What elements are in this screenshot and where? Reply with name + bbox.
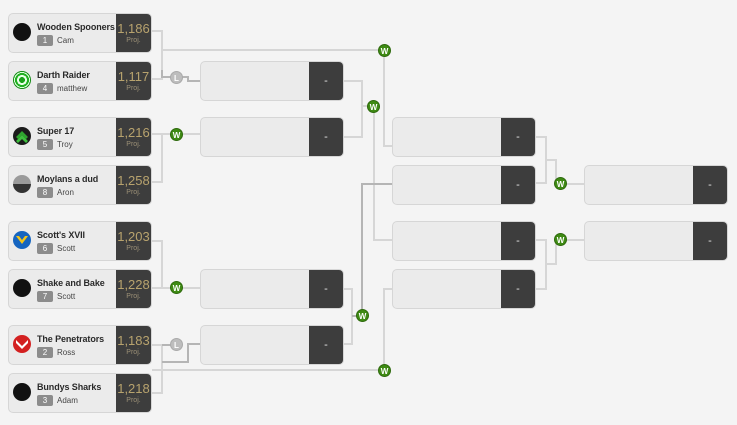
owner-name: Aron [57, 188, 74, 197]
seed-badge: 5 [37, 139, 53, 150]
empty-match-slot[interactable]: - [200, 117, 344, 157]
empty-match-slot[interactable]: - [392, 221, 536, 261]
slot-score: - [693, 166, 727, 204]
loss-badge-icon: L [170, 71, 183, 84]
slot-score: - [501, 118, 535, 156]
empty-match-slot[interactable]: - [392, 165, 536, 205]
seed-badge: 3 [37, 395, 53, 406]
win-badge-icon: W [367, 100, 380, 113]
slot-score: - [501, 166, 535, 204]
red-white-chevron-logo-icon [13, 335, 31, 353]
empty-match-slot[interactable]: - [392, 269, 536, 309]
blue-yellow-chevron-logo-icon [13, 231, 31, 249]
seed-badge: 4 [37, 83, 53, 94]
seed-badge: 1 [37, 35, 53, 46]
win-badge-icon: W [356, 309, 369, 322]
win-badge-icon: W [170, 281, 183, 294]
slot-score: - [501, 270, 535, 308]
team-name: Bundys Sharks [37, 382, 102, 392]
team-name: Scott's XVII [37, 230, 85, 240]
seed-badge: 8 [37, 187, 53, 198]
team-name: Shake and Bake [37, 278, 105, 288]
slot-score: - [309, 118, 343, 156]
slot-score: - [309, 62, 343, 100]
win-badge-icon: W [378, 364, 391, 377]
team-name: Super 17 [37, 126, 75, 136]
black-circle-logo-icon [13, 279, 31, 297]
green-chevron-logo-icon [13, 127, 31, 145]
green-ring-logo-icon [13, 71, 31, 89]
win-badge-icon: W [170, 128, 183, 141]
slot-score: - [309, 326, 343, 364]
owner-name: Troy [57, 140, 73, 149]
owner-name: Adam [57, 396, 78, 405]
seed-badge: 7 [37, 291, 53, 302]
slot-score: - [693, 222, 727, 260]
seed-badge: 2 [37, 347, 53, 358]
empty-match-slot[interactable]: - [584, 221, 728, 261]
seed-badge: 6 [37, 243, 53, 254]
slot-score: - [501, 222, 535, 260]
team-name: Moylans a dud [37, 174, 99, 184]
empty-match-slot[interactable]: - [392, 117, 536, 157]
team-name: Wooden Spooners [37, 22, 115, 32]
empty-match-slot[interactable]: - [584, 165, 728, 205]
owner-name: Cam [57, 36, 74, 45]
win-badge-icon: W [554, 177, 567, 190]
win-badge-icon: W [554, 233, 567, 246]
empty-match-slot[interactable]: - [200, 269, 344, 309]
loss-badge-icon: L [170, 338, 183, 351]
black-circle-logo-icon [13, 383, 31, 401]
team-name: The Penetrators [37, 334, 105, 344]
owner-name: Scott [57, 292, 76, 301]
empty-match-slot[interactable]: - [200, 61, 344, 101]
owner-name: Scott [57, 244, 76, 253]
win-badge-icon: W [378, 44, 391, 57]
team-name: Darth Raider [37, 70, 90, 80]
empty-match-slot[interactable]: - [200, 325, 344, 365]
owner-name: matthew [57, 84, 88, 93]
slot-score: - [309, 270, 343, 308]
black-circle-logo-icon [13, 23, 31, 41]
owner-name: Ross [57, 348, 76, 357]
grey-half-circle-logo-icon [13, 175, 31, 193]
